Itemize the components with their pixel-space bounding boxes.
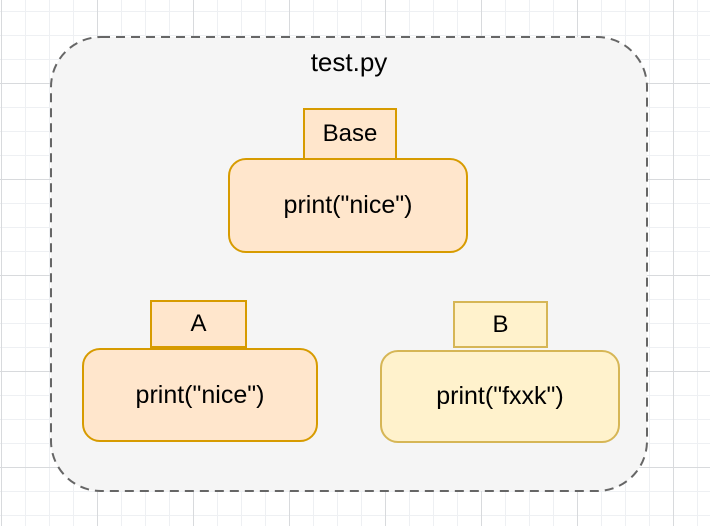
- node-a-label: A: [190, 310, 207, 337]
- node-b-code: print("fxxk"): [436, 382, 564, 410]
- node-b-label: B: [492, 310, 509, 338]
- node-a-code: print("nice"): [135, 380, 265, 409]
- module-title: test.py: [310, 47, 388, 77]
- node-base-body[interactable]: print("nice"): [228, 158, 468, 253]
- node-b-body[interactable]: print("fxxk"): [380, 350, 620, 443]
- node-a-tab[interactable]: A: [150, 300, 247, 348]
- node-base-code: print("nice"): [283, 191, 413, 219]
- node-b-tab[interactable]: B: [453, 301, 548, 348]
- node-base-tab[interactable]: Base: [303, 108, 397, 160]
- node-a-body[interactable]: print("nice"): [82, 348, 318, 442]
- node-base-label: Base: [322, 120, 378, 147]
